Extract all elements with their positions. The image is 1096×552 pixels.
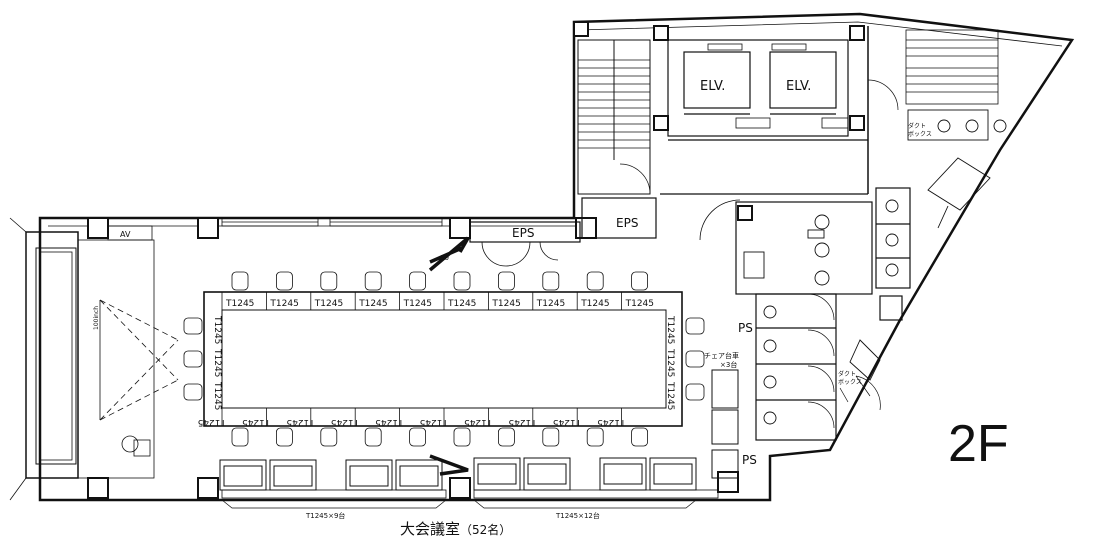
table-label-top: T1245 <box>447 299 476 309</box>
stair-right <box>905 29 999 105</box>
doors <box>481 199 741 267</box>
table-label-bottom: T1245 <box>242 417 271 427</box>
window-tables <box>219 457 697 509</box>
chair <box>409 271 427 291</box>
chair <box>685 317 705 335</box>
table-label-bottom: T1245 <box>375 417 404 427</box>
ps-label-1: PS <box>738 321 753 335</box>
duct-label-1: ダクト <box>908 122 926 130</box>
elevator-core <box>667 39 849 137</box>
chair-storage-label: チェア台車 <box>704 351 739 360</box>
table-label-top: T1245 <box>580 299 609 309</box>
chair <box>631 427 648 447</box>
chair <box>453 271 471 291</box>
chair <box>364 427 382 447</box>
chair <box>409 427 427 447</box>
table-label-bottom: T1245 <box>597 417 626 427</box>
storage-area <box>711 369 739 479</box>
chair <box>685 383 705 401</box>
table-label-bottom: T1245 <box>508 417 537 427</box>
eps-room-2 <box>581 197 657 239</box>
door-arrow-bottom <box>429 454 469 476</box>
table-inner <box>221 309 667 409</box>
av-label: AV <box>120 230 131 239</box>
table-label-top: T1245 <box>491 299 520 309</box>
duct-label-2: ダクト <box>838 370 856 378</box>
table-label-top: T1245 <box>536 299 565 309</box>
table-label-left: T1245 <box>212 381 222 410</box>
table-label-bottom: T1245 <box>198 417 227 427</box>
chair <box>364 271 382 291</box>
door-angle-label: 90 <box>440 254 449 262</box>
chair <box>586 427 604 447</box>
chair <box>275 427 293 447</box>
room-caption: 大会議室（52名） <box>400 518 511 539</box>
table-label-top: T1245 <box>225 299 254 309</box>
elv-label-1: ELV. <box>700 79 725 94</box>
table-label-left: T1245 <box>212 348 222 377</box>
stair-left <box>577 39 651 195</box>
bottom-row-right-label: T1245×12台 <box>555 511 600 520</box>
table-labels: T1245T1245T1245T1245T1245T1245T1245T1245… <box>198 292 675 427</box>
eps-room-1 <box>469 221 581 243</box>
table-label-right: T1245 <box>665 348 675 377</box>
table-label-bottom: T1245 <box>464 417 493 427</box>
chair <box>542 271 560 291</box>
chair <box>183 383 203 401</box>
bottom-row-left-label: T1245×9台 <box>305 511 345 520</box>
outer-wall <box>38 12 1075 502</box>
table-label-top: T1245 <box>625 299 654 309</box>
table-label-top: T1245 <box>269 299 298 309</box>
chair <box>183 317 203 335</box>
table-label-right: T1245 <box>665 381 675 410</box>
room-capacity: （52名） <box>460 523 512 537</box>
duct-sub-label-2: ボックス <box>838 378 862 386</box>
duct-sub-label-1: ボックス <box>908 130 932 138</box>
chair-storage-sub-label: ×3台 <box>720 360 737 369</box>
chair <box>631 271 648 291</box>
table-label-bottom: T1245 <box>553 417 582 427</box>
chair <box>231 427 249 447</box>
eps-label-1: EPS <box>512 226 534 240</box>
chair <box>586 271 604 291</box>
table-label-bottom: T1245 <box>331 417 360 427</box>
chair <box>453 427 471 447</box>
floor-label: 2F <box>948 415 1009 473</box>
chair <box>542 427 560 447</box>
chair <box>497 427 515 447</box>
eps-label-2: EPS <box>616 216 638 230</box>
sanitary-fixtures <box>743 119 1007 425</box>
table-label-bottom: T1245 <box>420 417 449 427</box>
chair <box>685 350 705 368</box>
room-name: 大会議室 <box>400 520 461 538</box>
chair <box>320 427 338 447</box>
restroom-core <box>735 109 991 441</box>
av-area <box>77 225 179 479</box>
elv-label-2: ELV. <box>786 79 811 94</box>
window-bay <box>9 217 79 501</box>
chair <box>320 271 338 291</box>
windows <box>221 217 719 499</box>
chair <box>231 271 249 291</box>
table-label-top: T1245 <box>314 299 343 309</box>
table-label-bottom: T1245 <box>286 417 315 427</box>
table-label-top: T1245 <box>358 299 387 309</box>
chair <box>275 271 293 291</box>
ps-label-2: PS <box>742 453 757 467</box>
chair <box>497 271 515 291</box>
chairs <box>183 271 705 447</box>
table-block <box>203 291 683 427</box>
table-label-right: T1245 <box>665 315 675 344</box>
screen-label: 100inch <box>93 306 100 330</box>
table-label-top: T1245 <box>403 299 432 309</box>
table-label-left: T1245 <box>212 315 222 344</box>
chair <box>183 350 203 368</box>
door-arrow-top <box>428 236 470 272</box>
